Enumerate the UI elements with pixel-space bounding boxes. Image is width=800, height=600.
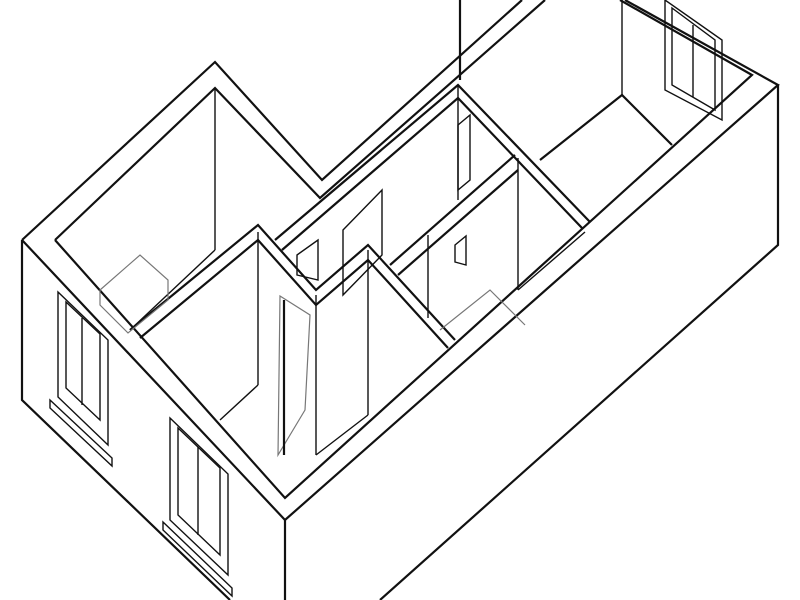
partition-wall [389, 154, 516, 266]
floor-edge [315, 414, 369, 456]
window-left-1 [49, 290, 113, 468]
partition-wall [397, 169, 519, 276]
partition-wall [281, 96, 583, 251]
cabinet [99, 254, 169, 334]
inner-wall-top-edge-right [54, 0, 754, 500]
window-right [664, 0, 723, 122]
outer-wall-top-edge [21, 0, 523, 241]
door [342, 188, 383, 297]
floor-edge [129, 249, 216, 331]
shower-door [277, 294, 311, 458]
floor-edge [517, 231, 586, 291]
window-left-2 [162, 416, 233, 598]
partition-wall [129, 223, 456, 341]
door [296, 238, 319, 281]
partition-wall [274, 83, 591, 241]
partition-wall [439, 289, 526, 331]
door [454, 234, 467, 266]
partition-wall [139, 238, 449, 349]
partition-wall [539, 93, 673, 161]
outer-wall-top-edge-right [21, 0, 780, 522]
floor-edge [219, 384, 259, 421]
inner-wall-top-edge [54, 0, 546, 241]
right-exterior-wall [379, 85, 780, 600]
door [457, 113, 471, 192]
left-exterior-wall [20, 240, 231, 600]
